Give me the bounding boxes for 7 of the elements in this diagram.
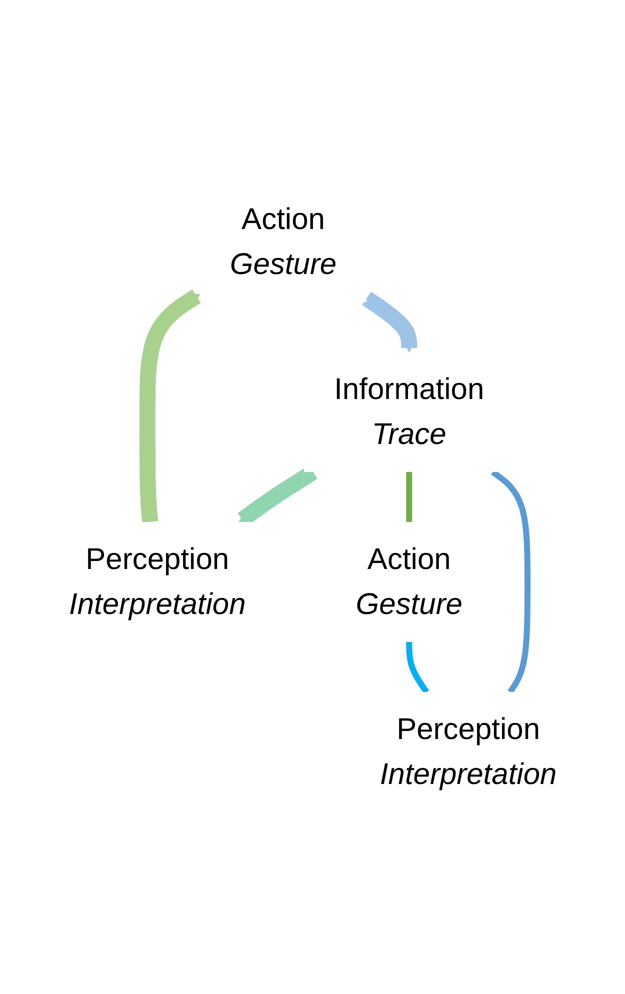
node-text: Action Gesture	[230, 203, 336, 281]
connector	[490, 470, 530, 694]
connector	[406, 472, 412, 522]
node-text: Perception Interpretation	[68, 542, 246, 621]
connector	[406, 642, 429, 694]
node-text: Perception Interpretation	[380, 712, 556, 791]
node-text: Action Gesture	[355, 542, 462, 621]
